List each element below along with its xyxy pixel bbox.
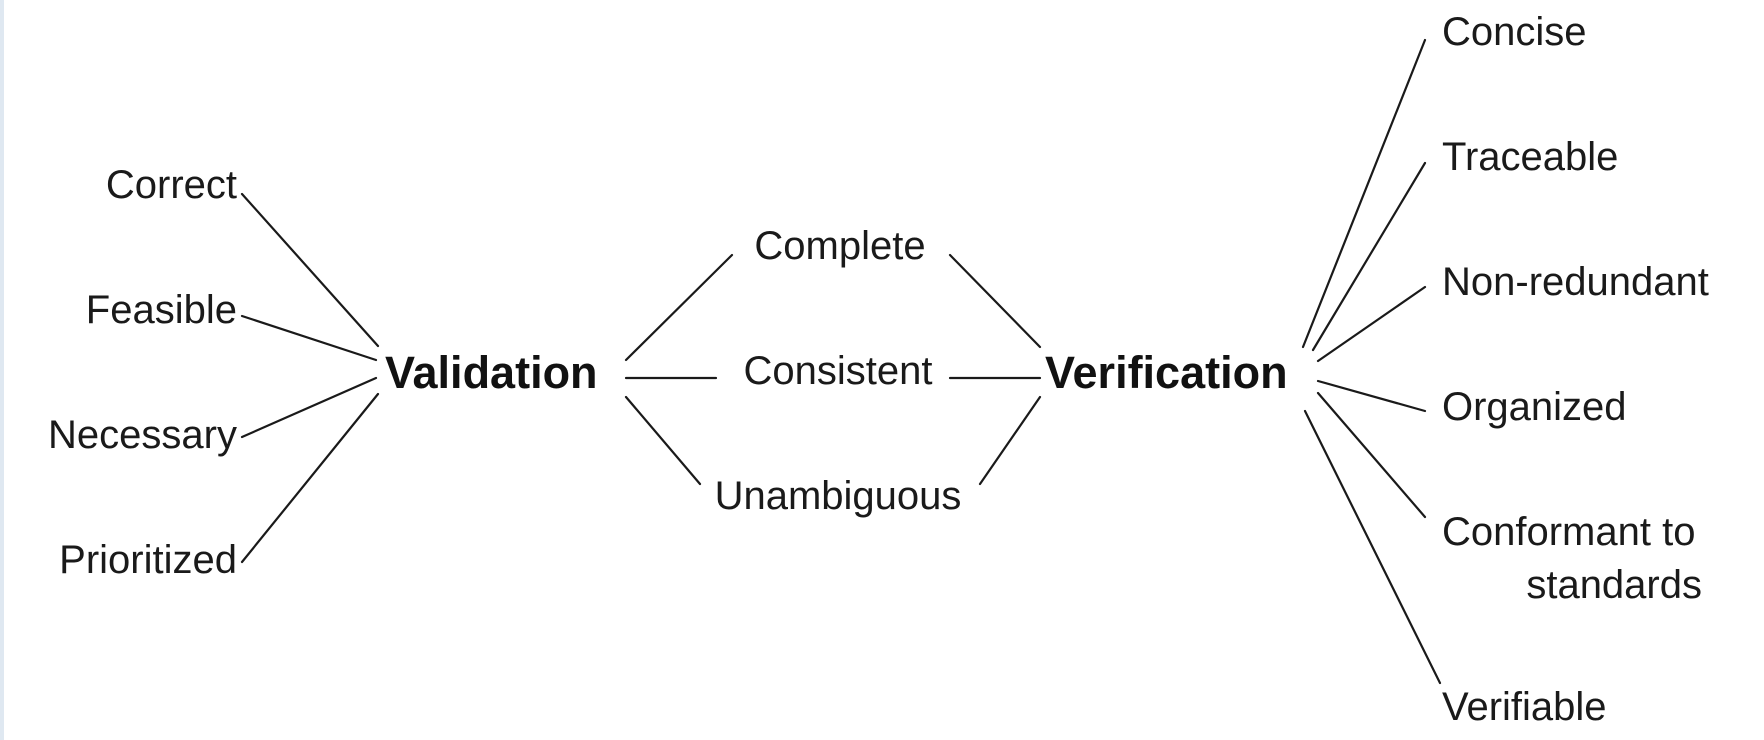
edge-verification-conformant: [1316, 391, 1427, 519]
label-concise: Concise: [1442, 10, 1587, 54]
label-correct: Correct: [106, 163, 237, 207]
label-conformant-to: Conformant to: [1442, 510, 1695, 554]
label-consistent: Consistent: [744, 349, 933, 393]
label-complete: Complete: [754, 224, 925, 268]
label-standards: standards: [1526, 563, 1702, 607]
edge-verification-verifiable: [1303, 409, 1442, 685]
edge-necessary-validation: [240, 376, 378, 439]
label-organized: Organized: [1442, 385, 1627, 429]
label-non-redundant: Non-redundant: [1442, 260, 1709, 304]
hub-validation: Validation: [385, 347, 598, 398]
edge-correct-validation: [240, 192, 380, 348]
label-feasible: Feasible: [86, 288, 237, 332]
edge-verification-organized: [1316, 379, 1427, 413]
verification-attributes: Concise Traceable Non-redundant Organize…: [1442, 10, 1709, 729]
validation-connectors: [240, 192, 380, 564]
label-unambiguous: Unambiguous: [715, 474, 962, 518]
verification-connectors: [1301, 38, 1442, 685]
edge-verification-non-redundant: [1316, 285, 1427, 363]
label-traceable: Traceable: [1442, 135, 1618, 179]
edge-unambiguous-verification: [978, 395, 1042, 486]
edge-verification-concise: [1301, 38, 1427, 349]
left-edge-strip: [0, 0, 4, 740]
shared-attributes: Complete Consistent Unambiguous: [715, 224, 962, 518]
edge-validation-unambiguous: [624, 395, 702, 486]
shared-connectors: [624, 253, 1042, 486]
hub-verification: Verification: [1045, 347, 1288, 398]
edge-validation-complete: [624, 253, 734, 362]
validation-attributes: Correct Feasible Necessary Prioritized: [48, 163, 237, 582]
edge-feasible-validation: [240, 314, 378, 362]
edge-verification-traceable: [1311, 161, 1427, 352]
label-necessary: Necessary: [48, 413, 237, 457]
edge-complete-verification: [948, 253, 1042, 349]
label-prioritized: Prioritized: [59, 538, 237, 582]
edge-prioritized-validation: [240, 392, 380, 564]
label-verifiable: Verifiable: [1442, 685, 1607, 729]
